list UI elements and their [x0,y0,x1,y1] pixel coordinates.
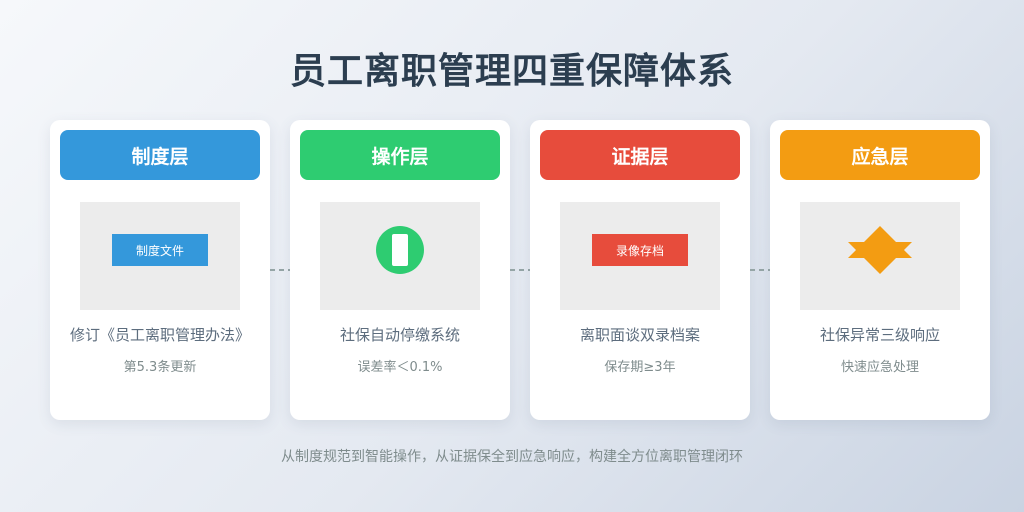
layer-sub-policy: 第5.3条更新 [123,360,197,375]
layer-header-policy: 制度层 [60,130,260,180]
layer-main-policy: 修订《员工离职管理办法》 [69,326,250,344]
layer-card-policy: 制度层 制度文件 修订《员工离职管理办法》 第5.3条更新 [50,120,270,420]
emergency-visual [800,202,960,310]
layer-main-operation: 社保自动停缴系统 [339,326,460,344]
layer-header-operation: 操作层 [300,130,500,180]
footer-summary: 从制度规范到智能操作，从证据保全到应急响应，构建全方位离职管理闭环 [281,449,743,465]
system-icon [376,226,424,274]
document-icon: 制度文件 [112,234,208,266]
policy-visual: 制度文件 [80,202,240,310]
layer-main-evidence: 离职面谈双录档案 [579,326,700,344]
layer-card-operation: 操作层 社保自动停缴系统 误差率＜0.1% [290,120,510,420]
layer-sub-emergency: 快速应急处理 [840,360,919,375]
operation-visual [320,202,480,310]
layer-sub-operation: 误差率＜0.1% [357,360,443,375]
layer-header-emergency: 应急层 [780,130,980,180]
evidence-visual: 录像存档 [560,202,720,310]
layer-main-emergency: 社保异常三级响应 [819,326,940,344]
layer-card-evidence: 证据层 录像存档 离职面谈双录档案 保存期≥3年 [530,120,750,420]
layer-card-emergency: 应急层 社保异常三级响应 快速应急处理 [770,120,990,420]
record-icon: 录像存档 [592,234,688,266]
layer-sub-evidence: 保存期≥3年 [604,360,676,375]
layer-header-evidence: 证据层 [540,130,740,180]
alert-star-icon [848,226,912,274]
diagram-title: 员工离职管理四重保障体系 [289,51,734,92]
